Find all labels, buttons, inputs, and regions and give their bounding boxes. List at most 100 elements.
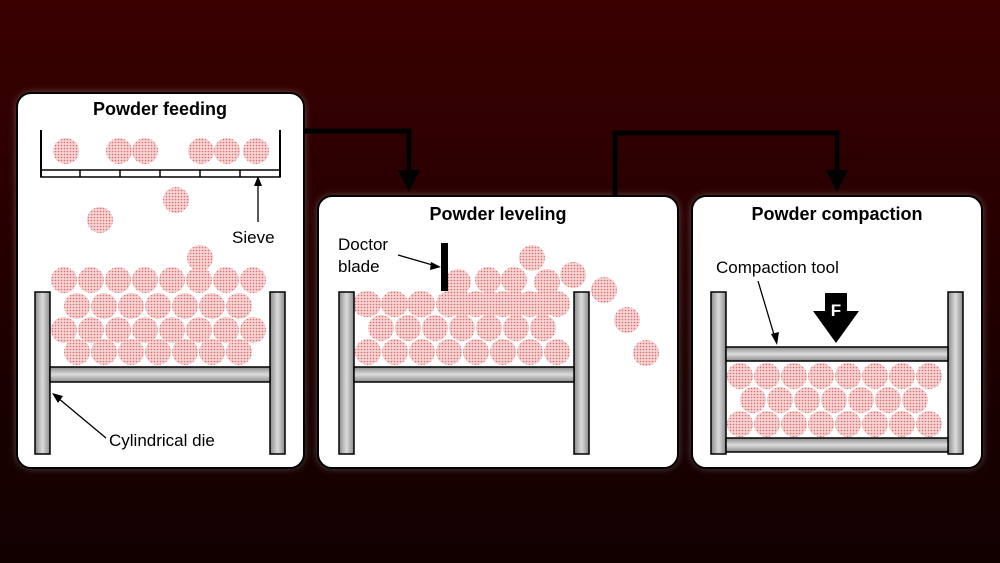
doctor-pointer-head bbox=[430, 262, 441, 270]
powder-particle bbox=[368, 315, 394, 341]
powder-particle bbox=[560, 262, 586, 288]
powder-particle bbox=[501, 267, 527, 293]
doctor-label-line1: Doctor bbox=[338, 235, 388, 254]
powder-particles-leveling bbox=[353, 245, 659, 366]
powder-particle bbox=[835, 411, 861, 437]
powder-particle bbox=[145, 293, 171, 319]
powder-particle bbox=[240, 317, 266, 343]
powder-particle bbox=[78, 267, 104, 293]
powder-particle bbox=[862, 411, 888, 437]
powder-particle bbox=[172, 339, 198, 365]
powder-particle bbox=[186, 267, 212, 293]
powder-particle bbox=[132, 138, 158, 164]
powder-particle bbox=[382, 291, 408, 317]
die-pointer bbox=[57, 397, 107, 439]
powder-particle bbox=[64, 293, 90, 319]
powder-particle bbox=[534, 269, 560, 295]
powder-particle bbox=[409, 291, 435, 317]
powder-particle bbox=[132, 317, 158, 343]
flow-arrow-leveling-to-compaction bbox=[612, 130, 848, 196]
powder-particle bbox=[436, 339, 462, 365]
powder-particle bbox=[145, 339, 171, 365]
powder-particle bbox=[118, 293, 144, 319]
powder-particle bbox=[240, 267, 266, 293]
doctor-label-line2: blade bbox=[338, 257, 380, 276]
doctor-blade bbox=[441, 243, 448, 291]
sieve bbox=[40, 130, 281, 178]
powder-particle bbox=[476, 315, 502, 341]
powder-particle bbox=[517, 339, 543, 365]
powder-particle bbox=[821, 387, 847, 413]
powder-particle bbox=[503, 291, 529, 317]
powder-particle bbox=[808, 411, 834, 437]
powder-particle bbox=[132, 267, 158, 293]
die-label: Cylindrical die bbox=[109, 431, 215, 450]
powder-particle bbox=[53, 138, 79, 164]
powder-particle bbox=[382, 339, 408, 365]
powder-particle bbox=[889, 411, 915, 437]
panel-title-leveling: Powder leveling bbox=[429, 204, 566, 224]
powder-particle bbox=[727, 411, 753, 437]
powder-particle bbox=[64, 339, 90, 365]
tool-pointer bbox=[757, 280, 776, 339]
powder-particle bbox=[794, 387, 820, 413]
powder-particles-feeding bbox=[51, 138, 269, 365]
panel-title-compaction: Powder compaction bbox=[751, 204, 922, 224]
powder-particle bbox=[51, 317, 77, 343]
powder-particle bbox=[477, 291, 503, 317]
panel-powder-leveling: Powder leveling Doctor blade bbox=[317, 195, 679, 469]
powder-particle bbox=[163, 187, 189, 213]
powder-particle bbox=[475, 267, 501, 293]
powder-particle bbox=[781, 411, 807, 437]
powder-particle bbox=[226, 339, 252, 365]
powder-particle bbox=[106, 138, 132, 164]
powder-particle bbox=[91, 339, 117, 365]
powder-particle bbox=[875, 387, 901, 413]
powder-particle bbox=[51, 267, 77, 293]
powder-particle bbox=[490, 339, 516, 365]
powder-particle bbox=[848, 387, 874, 413]
powder-particle bbox=[463, 339, 489, 365]
powder-particle bbox=[754, 411, 780, 437]
panel-powder-compaction: Powder compaction F Compaction tool bbox=[691, 195, 983, 469]
powder-particle bbox=[503, 315, 529, 341]
powder-particles-compaction bbox=[727, 363, 942, 437]
powder-particle bbox=[519, 245, 545, 271]
powder-particle bbox=[87, 207, 113, 233]
powder-particle bbox=[355, 339, 381, 365]
flow-arrow-feeding-to-leveling bbox=[304, 128, 420, 192]
powder-particle bbox=[740, 387, 766, 413]
force-arrow bbox=[813, 293, 859, 343]
force-label: F bbox=[831, 301, 841, 320]
panel-title-feeding: Powder feeding bbox=[93, 99, 227, 119]
powder-particle bbox=[727, 363, 753, 389]
powder-particle bbox=[916, 411, 942, 437]
powder-particle bbox=[213, 317, 239, 343]
tool-pointer-head bbox=[771, 332, 779, 345]
powder-particle bbox=[105, 267, 131, 293]
powder-particle bbox=[243, 138, 269, 164]
powder-particle bbox=[186, 317, 212, 343]
powder-particle bbox=[449, 291, 475, 317]
powder-particle bbox=[395, 315, 421, 341]
powder-particle bbox=[199, 293, 225, 319]
powder-particle bbox=[159, 267, 185, 293]
compaction-tool bbox=[725, 346, 949, 362]
powder-particle bbox=[445, 269, 471, 295]
powder-particle bbox=[862, 363, 888, 389]
powder-particle bbox=[159, 317, 185, 343]
powder-particle bbox=[187, 245, 213, 271]
powder-particle bbox=[214, 138, 240, 164]
powder-particle bbox=[767, 387, 793, 413]
powder-particle bbox=[172, 293, 198, 319]
powder-particle bbox=[529, 291, 555, 317]
powder-particle bbox=[835, 363, 861, 389]
powder-particle bbox=[781, 363, 807, 389]
powder-particle bbox=[213, 267, 239, 293]
powder-particle bbox=[422, 315, 448, 341]
powder-particle bbox=[78, 317, 104, 343]
powder-particle bbox=[449, 315, 475, 341]
panel-powder-feeding: Powder feeding Sieve Cylindrical die bbox=[16, 92, 305, 469]
powder-particle bbox=[118, 339, 144, 365]
